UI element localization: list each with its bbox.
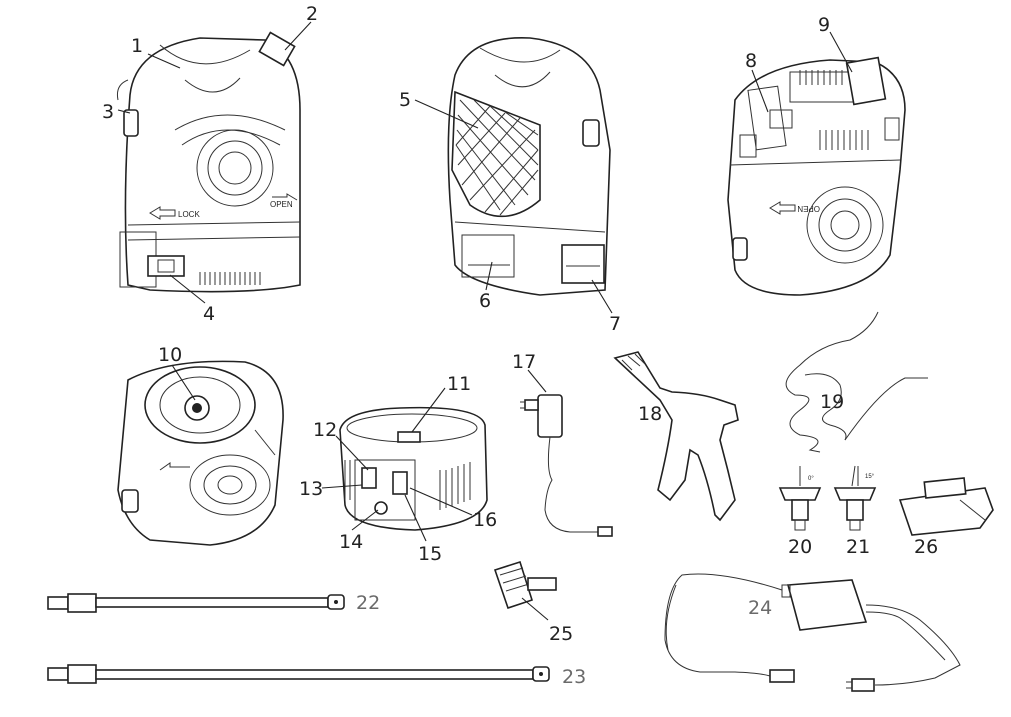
svg-text:3: 3 (102, 101, 114, 123)
svg-text:26: 26 (914, 536, 938, 558)
nozzle-0-angle: 0° (808, 476, 814, 482)
svg-text:5: 5 (399, 89, 411, 111)
callout-16: 16 (409, 487, 497, 531)
quick-connector (493, 560, 557, 610)
battery-pack (898, 477, 994, 536)
nozzle-15-degree: 15° (833, 465, 877, 531)
svg-text:4: 4 (203, 303, 215, 325)
callout-15: 15 (404, 494, 442, 565)
svg-text:14: 14 (339, 531, 363, 553)
svg-text:21: 21 (846, 536, 870, 558)
callout-8: 8 (745, 50, 769, 113)
callout-4: 4 (169, 274, 215, 325)
base-vents (344, 460, 471, 510)
back-mesh-panel (451, 90, 541, 218)
svg-text:17: 17 (512, 351, 536, 373)
svg-text:7: 7 (609, 313, 621, 335)
svg-text:10: 10 (158, 344, 182, 366)
callout-25: 25 (521, 597, 573, 645)
svg-text:19: 19 (820, 391, 844, 413)
svg-text:6: 6 (479, 290, 491, 312)
spray-gun (613, 351, 739, 522)
base-unit (339, 406, 488, 531)
svg-text:20: 20 (788, 536, 812, 558)
callout-26: 26 (914, 536, 938, 558)
nozzle-15-angle: 15° (865, 474, 875, 480)
svg-text:25: 25 (549, 623, 573, 645)
unit-front-view: LOCK OPEN (117, 31, 301, 293)
callout-20: 20 (788, 536, 812, 558)
svg-text:11: 11 (447, 373, 471, 395)
svg-text:24: 24 (748, 597, 772, 619)
unit-top-view: OPEN (727, 56, 906, 296)
callout-11: 11 (411, 373, 471, 433)
callout-24: 24 (748, 597, 772, 619)
callout-21: 21 (846, 536, 870, 558)
callout-10: 10 (158, 344, 196, 401)
svg-text:1: 1 (131, 35, 143, 57)
svg-text:8: 8 (745, 50, 757, 72)
svg-text:23: 23 (562, 666, 586, 688)
svg-text:15: 15 (418, 543, 442, 565)
open-label: OPEN (270, 200, 293, 209)
top-ribs (799, 70, 869, 150)
callout-2: 2 (284, 3, 318, 51)
svg-text:18: 18 (638, 403, 662, 425)
svg-text:13: 13 (299, 478, 323, 500)
wall-adapter (520, 394, 613, 537)
nozzle-0-degree: 0° (778, 466, 822, 531)
unit-back-view (447, 37, 611, 296)
pump-head (117, 360, 284, 546)
svg-text:12: 12 (313, 419, 337, 441)
callout-7: 7 (591, 279, 621, 335)
callout-19: 19 (820, 391, 844, 413)
callout-14: 14 (339, 509, 379, 553)
front-grille (199, 272, 261, 285)
coiled-hose (785, 311, 928, 453)
svg-text:2: 2 (306, 3, 318, 25)
callout-18: 18 (638, 403, 662, 425)
callout-6: 6 (479, 261, 493, 312)
mesh-pattern (455, 99, 539, 216)
callout-12: 12 (313, 419, 369, 471)
lock-label: LOCK (178, 210, 200, 219)
callout-1: 1 (131, 35, 181, 69)
short-wand (47, 593, 345, 613)
charger-with-cables (664, 573, 961, 692)
callout-17: 17 (512, 351, 547, 393)
open-rotated-label: OPEN (797, 204, 820, 213)
callout-9: 9 (818, 14, 853, 73)
long-wand (47, 664, 550, 684)
svg-text:16: 16 (473, 509, 497, 531)
callout-3: 3 (102, 101, 131, 123)
svg-text:9: 9 (818, 14, 830, 36)
svg-text:22: 22 (356, 592, 380, 614)
callout-23: 23 (562, 666, 586, 688)
callout-13: 13 (299, 478, 363, 500)
callout-5: 5 (399, 89, 479, 129)
callout-22: 22 (356, 592, 380, 614)
